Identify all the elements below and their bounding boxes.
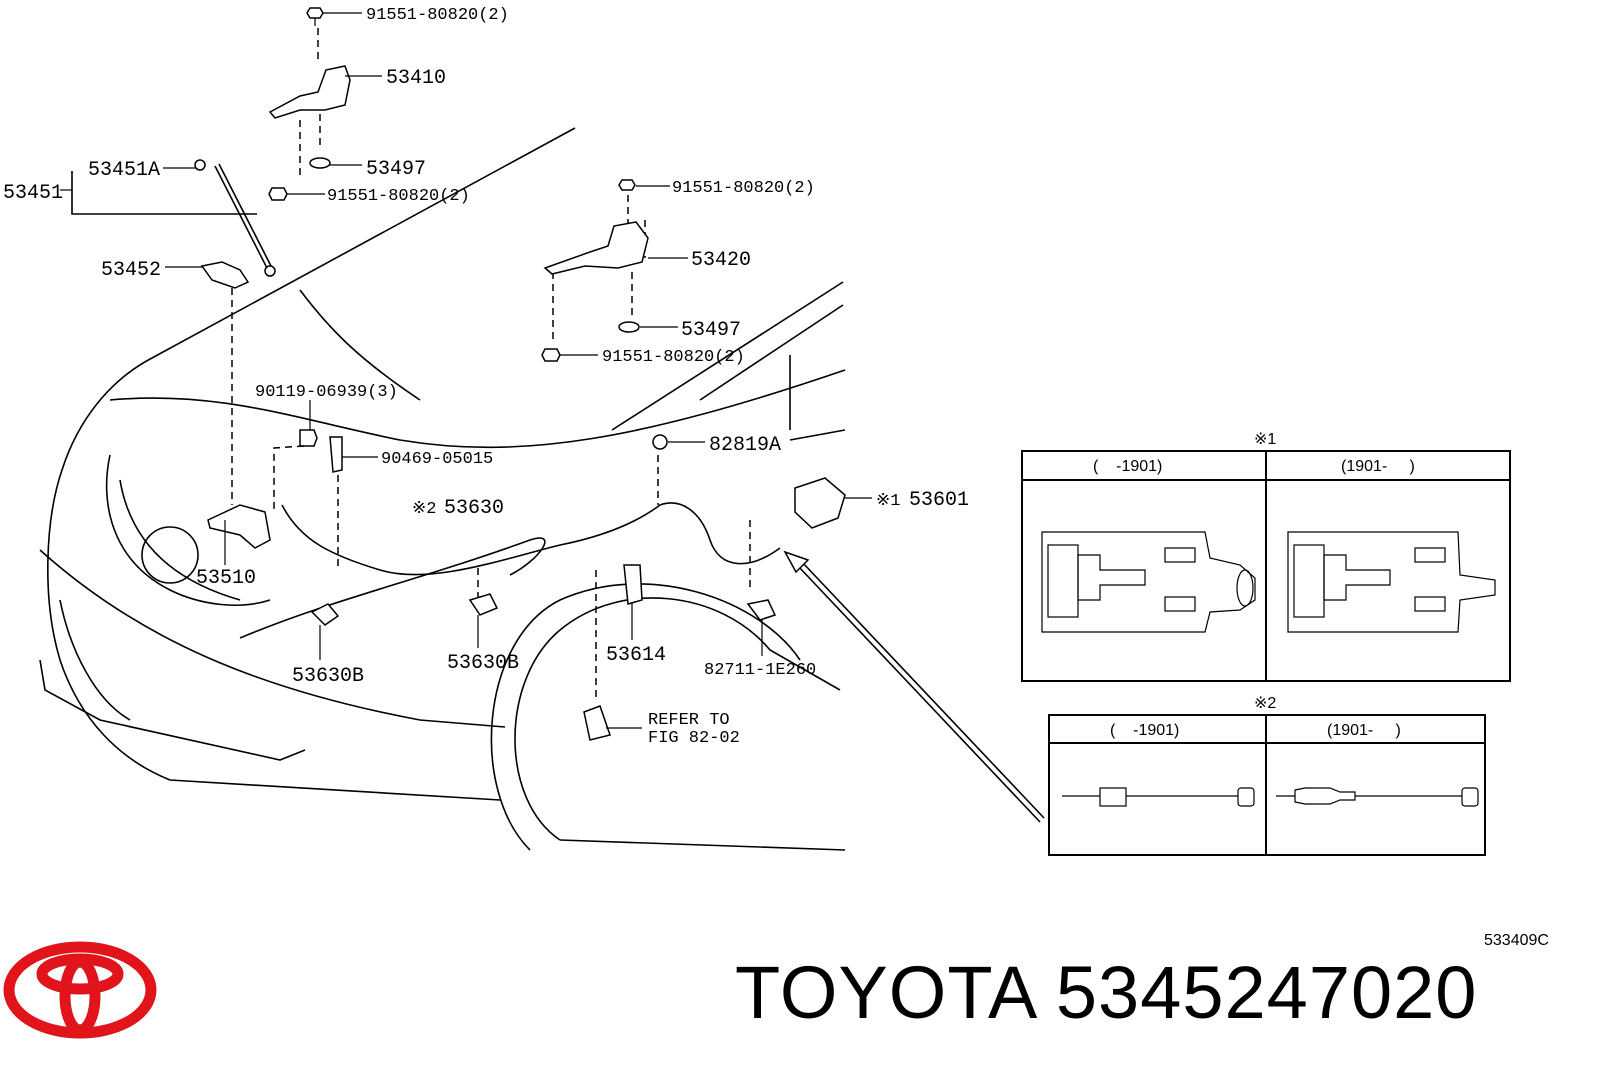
label-grommet: 82819A: [709, 434, 781, 457]
label-retainer: 53614: [606, 644, 666, 667]
label-clamp-b1: 53630B: [292, 665, 364, 688]
label-bolt-top: 91551-80820(2): [366, 6, 509, 25]
table2-col-left: ( -1901): [1110, 722, 1179, 739]
label-clamp-b2: 53630B: [447, 652, 519, 675]
car-body-outline: [39, 127, 846, 851]
label-bolt-rh-top: 91551-80820(2): [672, 179, 815, 198]
label-cable: 53630: [444, 497, 504, 520]
label-connector: 82711-1E260: [704, 661, 816, 680]
label-hinge-lh: 53410: [386, 67, 446, 90]
label-washer-lh: 53497: [366, 158, 426, 181]
label-washer-rh: 53497: [681, 319, 741, 342]
part-labels: 91551-80820(2) 53410 53497 91551-80820(2…: [3, 6, 969, 748]
label-support-rod: 53451A: [88, 159, 160, 182]
label-rod-holder: 53452: [101, 259, 161, 282]
table1-col-right: (1901- ): [1341, 458, 1415, 475]
label-clamp: 90469-05015: [381, 450, 493, 469]
table1-col-left: ( -1901): [1093, 458, 1162, 475]
label-screw: 90119-06939(3): [255, 383, 398, 402]
table2-mark: ※2: [1254, 695, 1276, 712]
label-bolt-rh-lower: 91551-80820(2): [602, 348, 745, 367]
table2-col-right: (1901- ): [1327, 722, 1401, 739]
lock-cable-group: [207, 429, 1045, 823]
hinge-rh-group: [541, 179, 649, 362]
toyota-logo-icon: [3, 941, 157, 1039]
diagram-code: 533409C: [1484, 932, 1549, 949]
label-cable-mark: ※2: [412, 500, 436, 519]
support-rod-group: [60, 159, 276, 505]
hinge-lh-group: [268, 7, 351, 201]
variant-table-1: ※1 ( -1901) (1901- ): [1021, 431, 1511, 682]
variant-table-2: ※2 ( -1901) (1901- ): [1048, 695, 1486, 856]
table1-mark: ※1: [1254, 431, 1276, 448]
label-refer: REFER TO: [648, 711, 730, 730]
label-refer-fig: FIG 82-02: [648, 729, 740, 748]
label-lock: 53601: [909, 489, 969, 512]
label-support-rod-group: 53451: [3, 182, 63, 205]
label-lock-mark: ※1: [876, 492, 900, 511]
label-hood-lock: 53510: [196, 567, 256, 590]
label-bolt-lh-lower: 91551-80820(2): [327, 187, 470, 206]
leader-lines: [163, 12, 872, 729]
label-hinge-rh: 53420: [691, 249, 751, 272]
brand-part-number: TOYOTA 5345247020: [735, 951, 1478, 1034]
